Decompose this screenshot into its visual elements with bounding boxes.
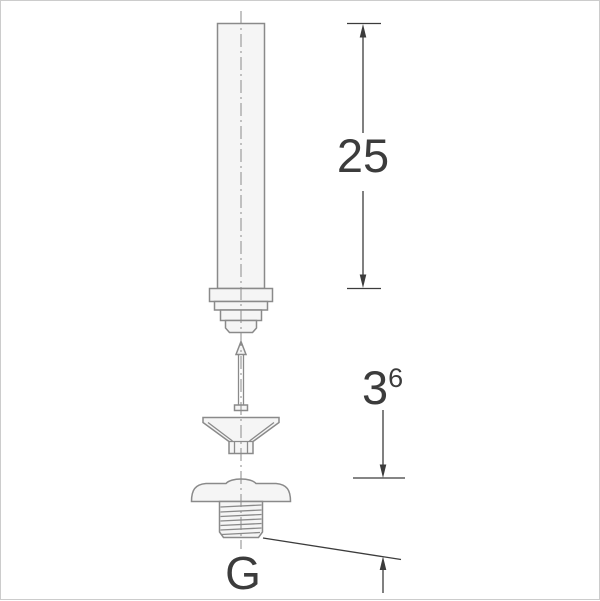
- dim36-arrow-down: [379, 464, 387, 478]
- dim25-label: 25: [337, 129, 389, 182]
- dimension-25: 25: [337, 22, 389, 290]
- dimension-36: 36: [262, 361, 405, 593]
- standpipe-flange-4: [224, 319, 258, 334]
- thread-line: [220, 513, 262, 518]
- rod-tip: [234, 339, 248, 356]
- dim36-extension-slanted: [262, 537, 402, 561]
- funnel-inner-slope-right: [249, 421, 275, 442]
- strainer-flange: [190, 478, 292, 503]
- thread-line: [221, 531, 261, 536]
- thread-size-label: G: [225, 547, 261, 599]
- dim36-main: 3: [362, 361, 388, 414]
- funnel-inner-slope-left: [207, 421, 233, 442]
- dim25-arrow-top: [359, 24, 367, 38]
- dim36-arrow-up: [379, 556, 387, 570]
- dim36-superscript: 6: [388, 363, 403, 393]
- dim25-arrow-bottom: [359, 274, 367, 288]
- dim36-label: 36: [362, 361, 403, 414]
